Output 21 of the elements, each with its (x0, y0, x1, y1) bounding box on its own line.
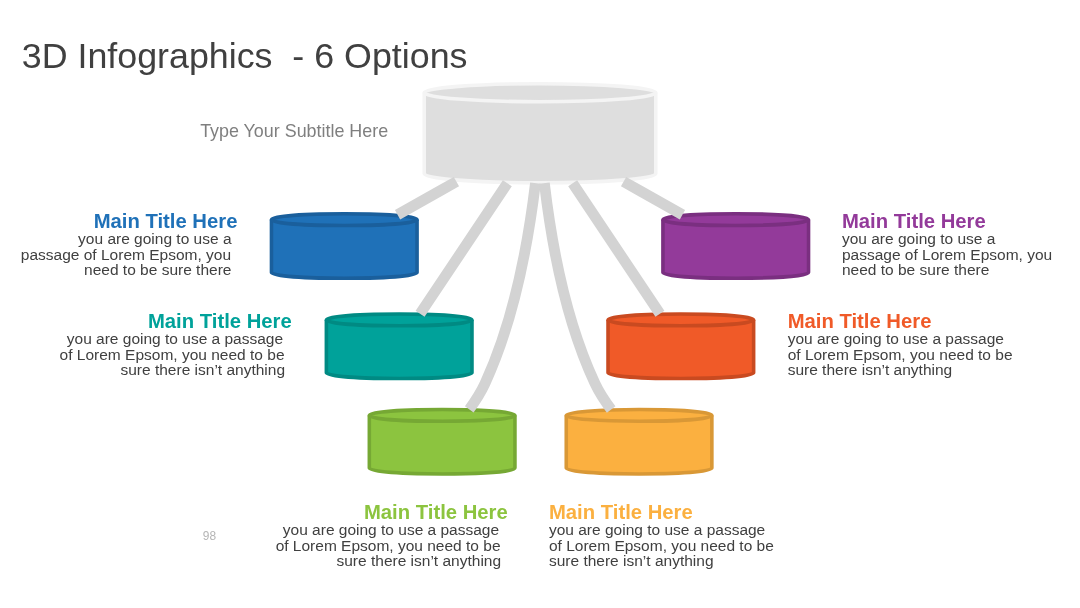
node-label: you are going to use a passage of Lorem Epsom, you need to be sure there (20, 229, 232, 278)
node-label: Main Title Here (787, 309, 932, 332)
label: Type Your Subtitle Here (200, 120, 389, 141)
node-label: Main Title Here (147, 309, 292, 332)
node-label: Main Title Here (841, 209, 986, 232)
node-label: Main Title Here (363, 500, 508, 523)
node-label: you are going to use a passage of Lorem Epsom, you need to be sure there isn’t anything (275, 520, 502, 569)
label: 98 (202, 528, 217, 543)
connector (568, 179, 665, 317)
node-label: you are going to use a passage of Lorem Epsom, you need to be sure there isn’t anything (787, 329, 1013, 378)
connector (620, 176, 686, 219)
diagram-title: 3D Infographics - 6 Options (21, 35, 468, 76)
node-label: Main Title Here (548, 500, 693, 523)
node-label: you are going to use a passage of Lorem Epsom, you need to be sure there isn’t anything (548, 520, 774, 569)
node-label: you are going to use a passage of Lorem Epsom, you need to be sure there isn’t anything (59, 329, 286, 378)
node-label: Main Title Here (93, 209, 238, 232)
connector (539, 182, 616, 413)
connector (394, 176, 460, 219)
node-label: you are going to use a passage of Lorem Epsom, you need to be sure there (841, 229, 1053, 278)
connector (464, 181, 541, 412)
connector (415, 179, 512, 317)
